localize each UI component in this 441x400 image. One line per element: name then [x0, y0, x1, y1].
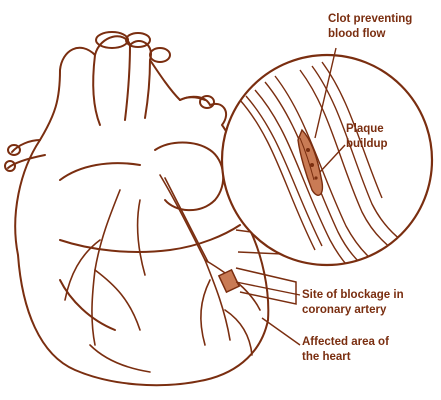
- label-blockage-line-2: coronary artery: [302, 304, 387, 316]
- magnified-artery-view: [222, 55, 432, 290]
- label-plaque-line-2: buildup: [346, 138, 388, 150]
- label-affected-line-2: the heart: [302, 351, 351, 363]
- label-plaque-line-1: Plaque: [346, 123, 384, 135]
- label-blockage-line-1: Site of blockage in: [302, 289, 404, 301]
- label-affected-line-1: Affected area of: [302, 336, 389, 348]
- blockage-site: [219, 270, 239, 292]
- label-clot-line-2: blood flow: [328, 28, 386, 40]
- label-clot-line-1: Clot preventing: [328, 13, 412, 25]
